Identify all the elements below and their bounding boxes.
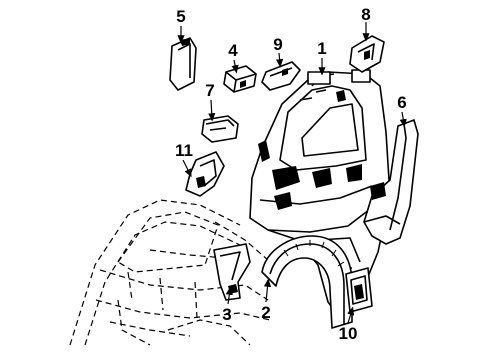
block-4: [223, 65, 257, 93]
callout-11: 11: [175, 141, 193, 160]
callout-6: 6: [397, 93, 406, 112]
fuel-filler-housing: [345, 267, 373, 313]
callout-8: 8: [361, 5, 370, 24]
bracket-5: [169, 37, 197, 91]
callout-1: 1: [317, 39, 326, 58]
lower-bracket: [213, 243, 251, 301]
callout-4: 4: [228, 41, 238, 60]
vehicle-body-outline: [69, 199, 271, 346]
callout-2: 2: [261, 303, 270, 322]
callout-5: 5: [176, 7, 185, 26]
callout-3: 3: [222, 305, 231, 324]
leader-lines: [177, 22, 407, 324]
callout-9: 9: [273, 35, 282, 54]
callout-7: 7: [205, 81, 214, 100]
bracket-8: [349, 35, 385, 73]
bracket-11: [185, 151, 225, 197]
bracket-7: [201, 115, 239, 143]
callout-10: 10: [339, 324, 358, 343]
rear-pillar-reinforcement: [363, 119, 419, 245]
callout-labels: 1 2 3 4 5 6 7 8 9 10 11: [175, 5, 407, 343]
wheelhouse-liner: [261, 235, 353, 329]
inner-quarter-panel: [249, 69, 391, 319]
bracket-9: [261, 61, 301, 91]
